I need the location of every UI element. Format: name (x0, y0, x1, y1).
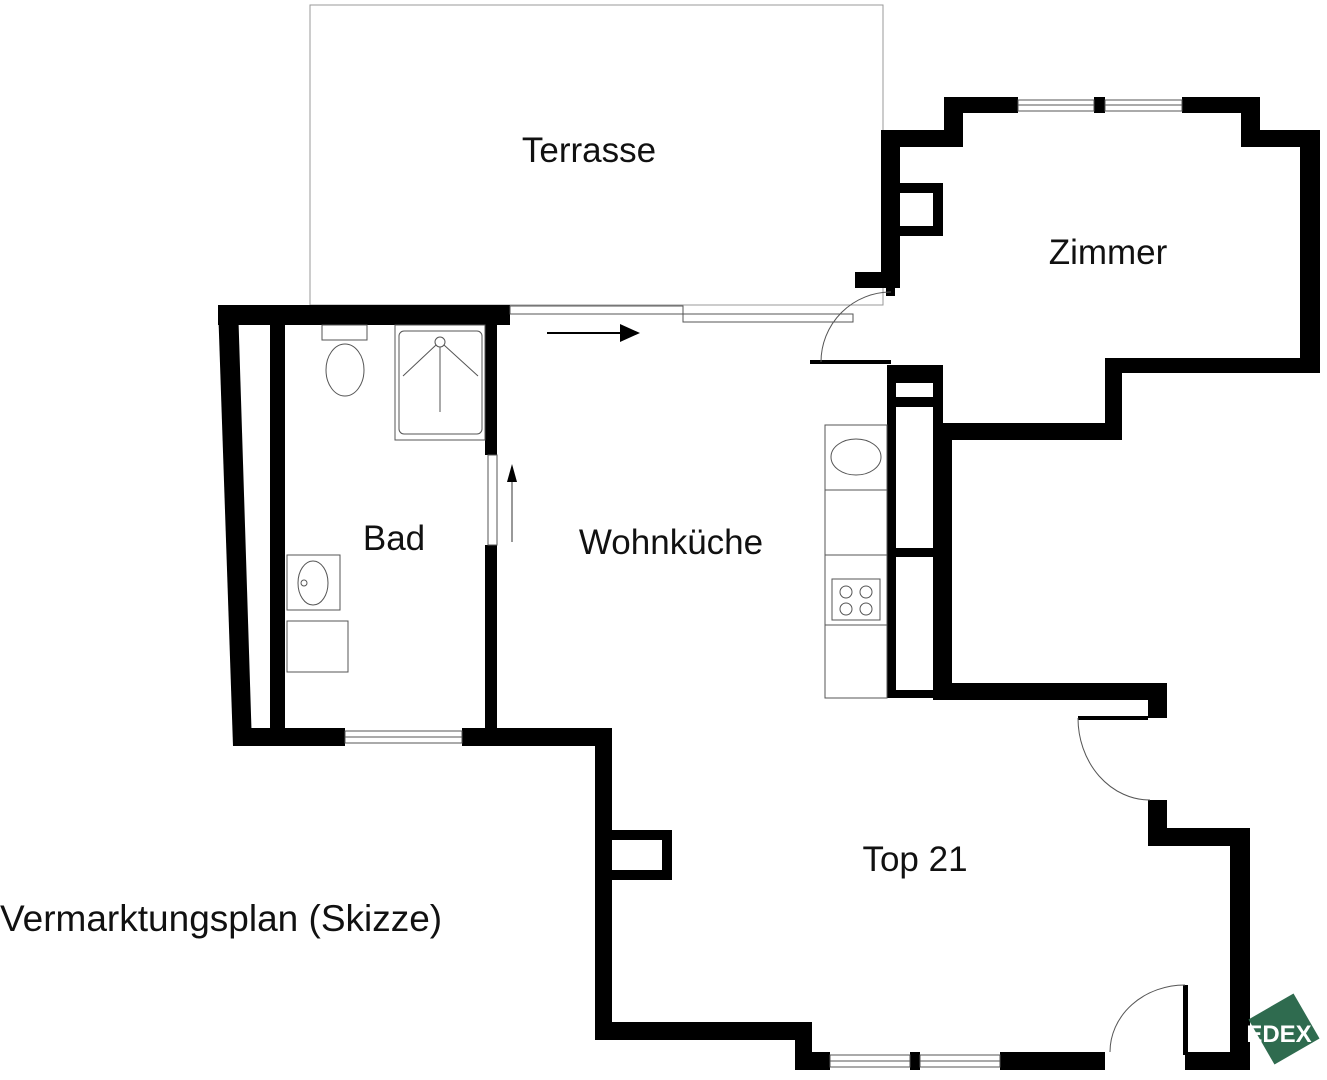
arrows (507, 324, 640, 542)
wall (886, 286, 895, 296)
wall (881, 130, 900, 288)
wall (595, 1022, 812, 1040)
wall (935, 423, 1122, 440)
wall (270, 325, 285, 735)
wall (1078, 716, 1148, 720)
wall (1241, 130, 1320, 147)
wall (1105, 358, 1320, 373)
plan-caption: Vermarktungsplan (Skizze) (0, 898, 442, 939)
washbasin-icon (297, 560, 329, 606)
wall (485, 545, 497, 735)
wall (1300, 130, 1320, 373)
windows (344, 99, 1183, 1068)
logo-text: EDEX (1246, 1021, 1311, 1048)
wall (218, 305, 510, 325)
room-label-bad: Bad (363, 519, 425, 558)
door-swing (1077, 717, 1151, 801)
arrow-right-icon (620, 324, 640, 342)
wall (1182, 97, 1260, 113)
arrow-up-icon (507, 464, 517, 482)
stove-icon (831, 578, 881, 621)
wall (910, 1052, 920, 1070)
toilet-icon (325, 343, 365, 397)
wall (233, 728, 345, 746)
wall (1230, 828, 1250, 1070)
room-labels: Terrasse Zimmer Bad Wohnküche Top 21 Ver… (0, 131, 1168, 939)
room-label-zimmer: Zimmer (1049, 233, 1168, 272)
door-swing (820, 291, 892, 363)
wall (1105, 358, 1122, 440)
bathroom-fixtures (286, 324, 486, 673)
wall (795, 1052, 830, 1070)
wall (595, 728, 612, 1040)
wall (1148, 683, 1167, 718)
wall (485, 325, 497, 455)
wall (855, 272, 900, 288)
toilet-tank (321, 324, 368, 341)
wall (881, 130, 963, 147)
sink-icon (830, 438, 882, 476)
room-label-top: Top 21 (862, 840, 967, 879)
wall (935, 683, 1167, 700)
edex-logo: EDEX (1246, 993, 1320, 1065)
wall (1148, 828, 1250, 846)
wall (218, 305, 252, 746)
wall (1148, 800, 1167, 846)
wall (1000, 1052, 1105, 1070)
room-label-terrasse: Terrasse (522, 131, 656, 170)
room-label-wohnkueche: Wohnküche (579, 523, 763, 562)
wall (1094, 97, 1105, 113)
wall (462, 728, 612, 746)
kitchen-fixtures (824, 424, 888, 699)
wall (810, 360, 891, 364)
door-swing (1109, 984, 1186, 1053)
washing-machine (286, 620, 349, 673)
doors (820, 291, 1186, 1053)
wall (1183, 985, 1188, 1055)
shower-head-icon (434, 336, 446, 348)
walls (218, 97, 1320, 1070)
